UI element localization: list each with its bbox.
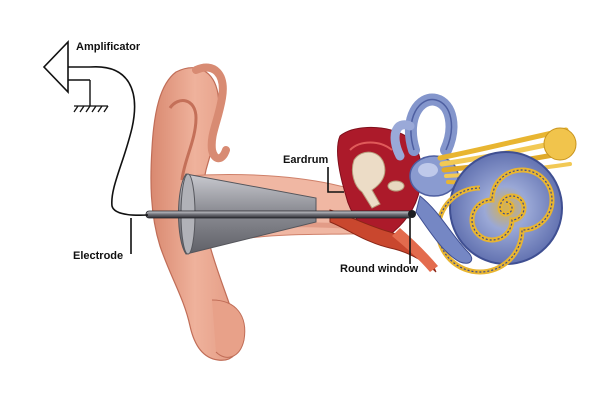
eustachian-tube [392,228,438,272]
eardrum-leader [327,167,344,193]
ground-symbol [73,105,109,113]
eardrum-label: Eardrum [283,154,328,166]
amplifier-symbol [42,40,69,94]
stapes [387,180,405,192]
pinna-fold [192,63,230,163]
cochlea-spiral-edge [437,169,553,273]
semicircular-canal-posterior [390,120,415,161]
electrode-label: Electrode [73,250,123,262]
nerve-end [543,127,577,161]
electrode-tip [408,210,416,218]
cochlea-base [415,195,473,264]
cochlea [449,151,563,265]
semicircular-canal-superior [404,93,458,156]
earlobe [211,299,246,358]
round-window-label: Round window [340,263,419,275]
vestibule-highlight [418,163,438,177]
amplificator-label: Amplificator [76,41,141,53]
cavity-highlight [349,141,393,151]
temporal-bone [329,209,437,273]
ossicles [351,151,386,209]
electrode-wire [89,66,149,217]
electrode-probe [145,210,413,219]
pinna-inner-ridge [168,99,198,181]
